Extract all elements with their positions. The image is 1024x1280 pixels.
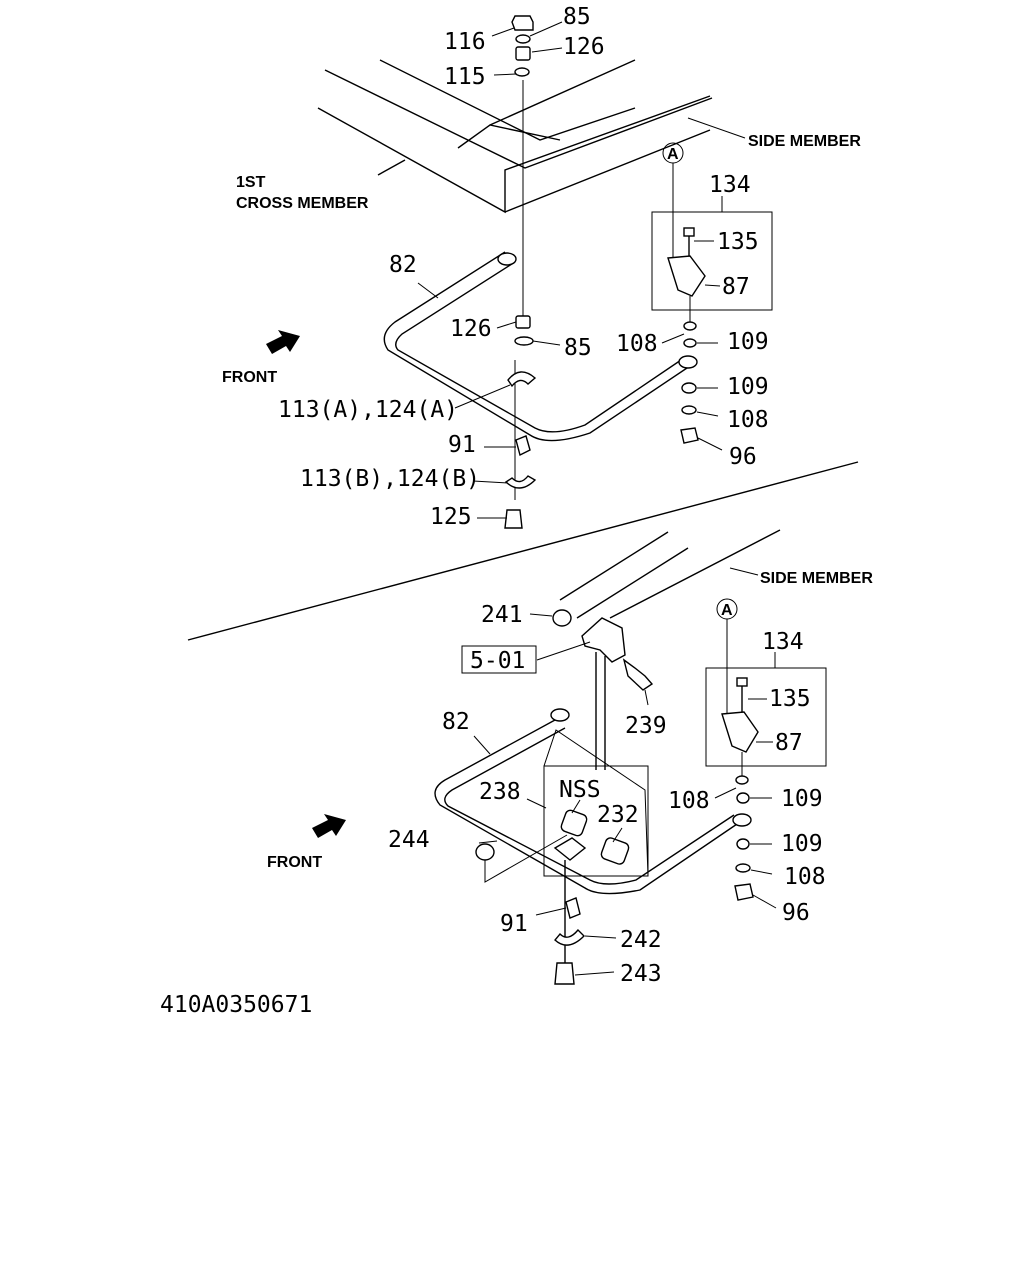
callout-109-second: 109 <box>727 374 769 400</box>
callout-91-bottom: 91 <box>500 911 528 937</box>
callout-82: 82 <box>389 252 417 278</box>
callout-243: 243 <box>620 961 662 987</box>
callout-115: 115 <box>444 64 486 90</box>
callout-96-bottom: 96 <box>782 900 810 926</box>
side-member-label: SIDE MEMBER <box>748 133 861 150</box>
circle-ref-a: A <box>667 146 679 163</box>
front-arrow-icon-bottom <box>312 814 346 838</box>
front-label-bottom: FRONT <box>267 854 322 871</box>
callout-108-bottom: 108 <box>668 788 710 814</box>
callout-108-second: 108 <box>727 407 769 433</box>
drawing-code: 410A0350671 <box>160 992 312 1018</box>
callout-87: 87 <box>722 274 750 300</box>
frame-top <box>317 59 746 214</box>
callout-109: 109 <box>727 329 769 355</box>
callout-239: 239 <box>625 713 667 739</box>
bracket-kit-top <box>651 142 773 451</box>
callout-91: 91 <box>448 432 476 458</box>
callout-242: 242 <box>620 927 662 953</box>
callout-125: 125 <box>430 504 472 530</box>
callout-85: 85 <box>563 4 591 30</box>
callout-108-bottom-second: 108 <box>784 864 826 890</box>
callout-85-lower: 85 <box>564 335 592 361</box>
callout-108: 108 <box>616 331 658 357</box>
callout-113b-124b: 113(B),124(B) <box>300 466 480 492</box>
callout-134: 134 <box>709 172 751 198</box>
callout-134-bottom: 134 <box>762 629 804 655</box>
side-member-label-bottom: SIDE MEMBER <box>760 570 873 587</box>
callout-96: 96 <box>729 444 757 470</box>
bracket-kit-bottom <box>705 598 827 909</box>
front-arrow-icon-top <box>266 330 300 354</box>
callout-82-bottom: 82 <box>442 709 470 735</box>
callout-232: 232 <box>597 802 639 828</box>
callout-116: 116 <box>444 29 486 55</box>
cross-member-label-line2: CROSS MEMBER <box>236 195 369 212</box>
callout-nss: NSS <box>559 777 601 803</box>
callout-238: 238 <box>479 779 521 805</box>
callout-109-bottom-second: 109 <box>781 831 823 857</box>
callout-109-bottom: 109 <box>781 786 823 812</box>
callout-126: 126 <box>563 34 605 60</box>
callout-87-bottom: 87 <box>775 730 803 756</box>
callout-135: 135 <box>717 229 759 255</box>
section-divider <box>187 461 859 641</box>
callout-113a-124a: 113(A),124(A) <box>278 397 458 423</box>
frame-bottom <box>559 529 781 770</box>
stabilizer-bar-top <box>383 251 691 442</box>
callout-244: 244 <box>388 827 430 853</box>
stabilizer-bar-bottom <box>434 719 741 895</box>
callout-126-lower: 126 <box>450 316 492 342</box>
hardware-bottom <box>461 609 654 985</box>
cross-member-label-line1: 1ST <box>236 174 266 191</box>
hardware-top <box>417 15 563 529</box>
callout-241: 241 <box>481 602 523 628</box>
callout-5-01: 5-01 <box>470 648 525 674</box>
callout-135-bottom: 135 <box>769 686 811 712</box>
circle-ref-a-bottom: A <box>721 602 733 619</box>
front-label: FRONT <box>222 369 277 386</box>
